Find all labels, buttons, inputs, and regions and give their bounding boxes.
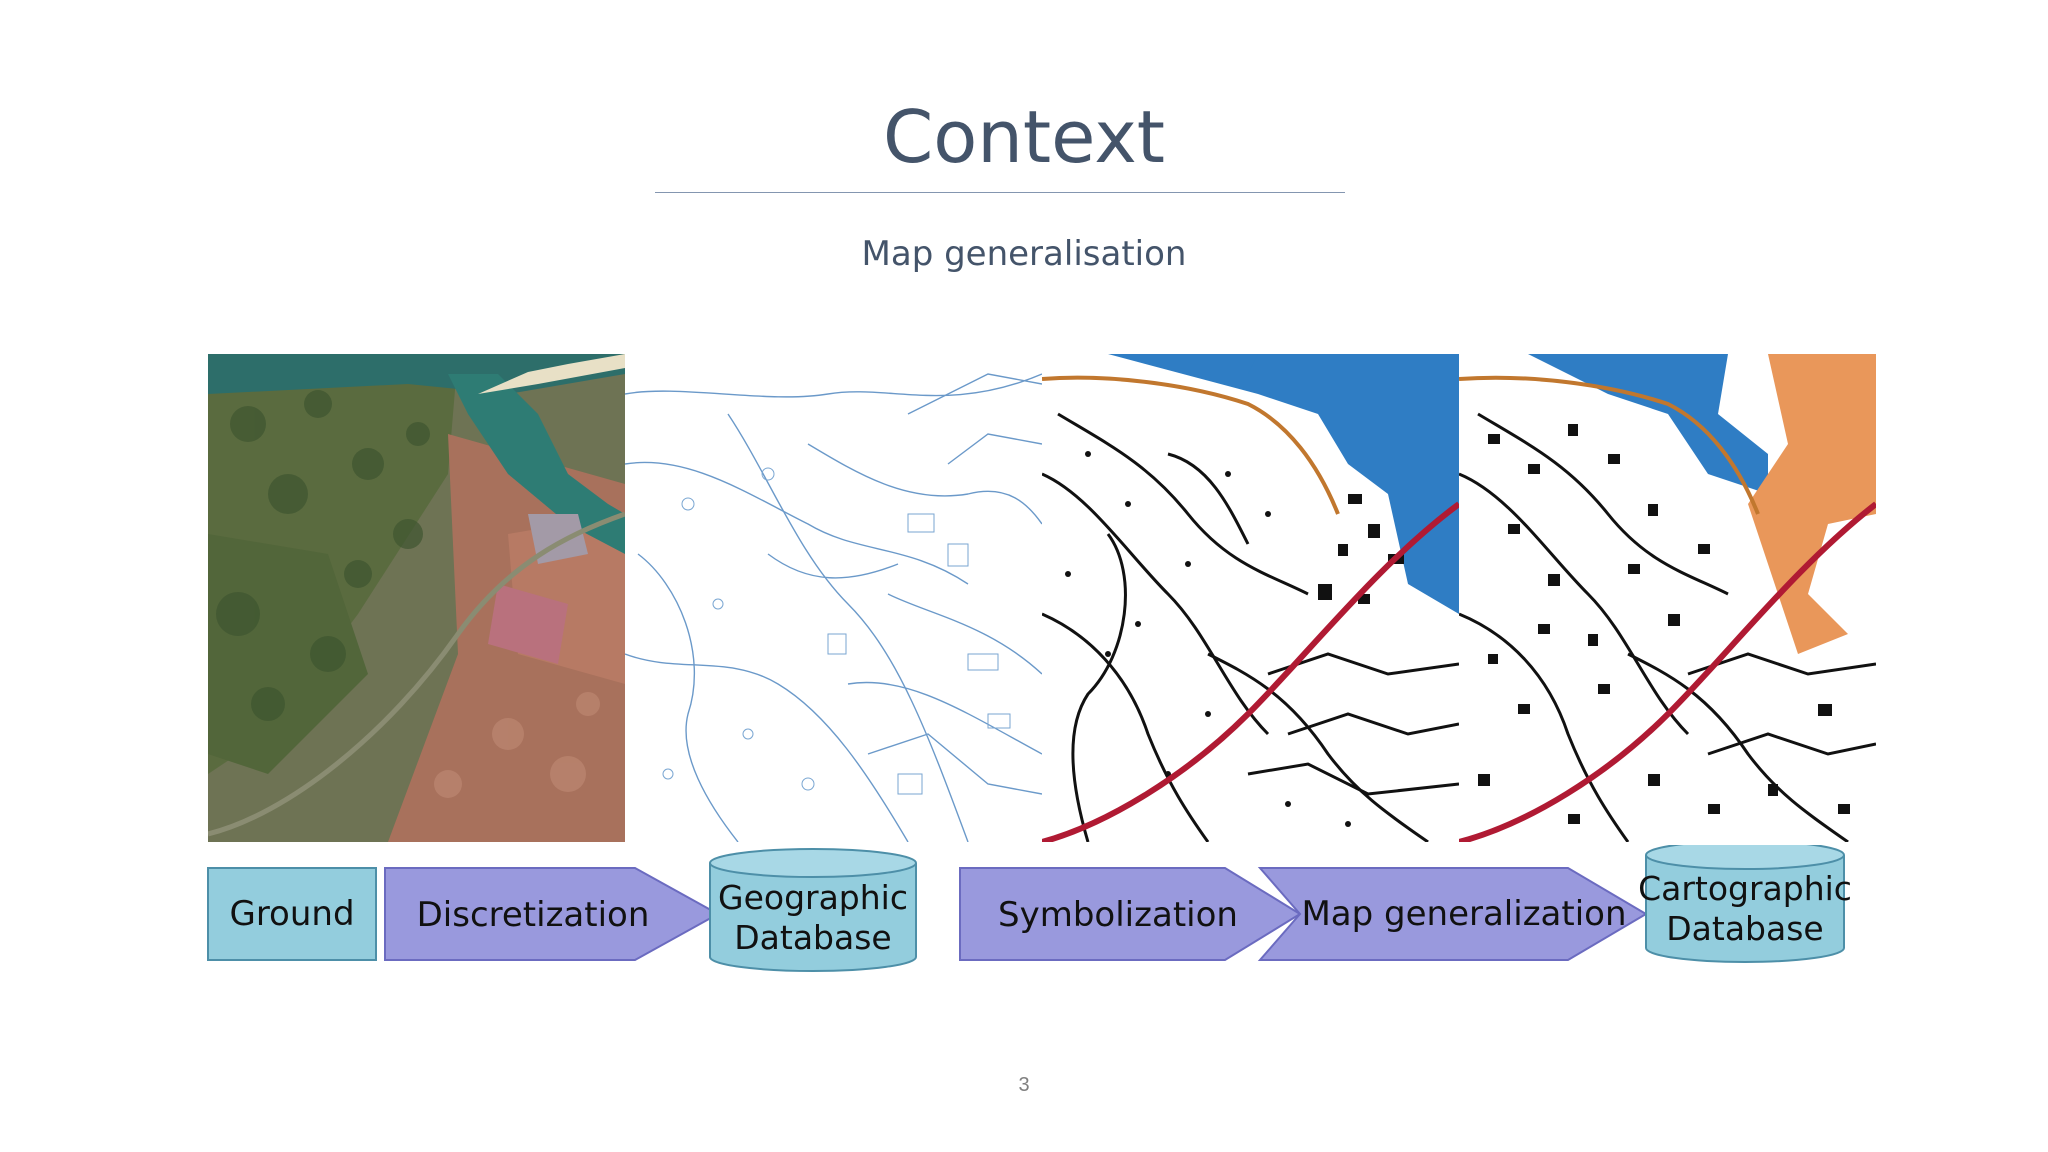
cartographic-db-line1: Cartographic xyxy=(1638,869,1852,908)
slide-title: Context xyxy=(882,95,1166,179)
title-divider xyxy=(655,192,1345,193)
symbolization-label: Symbolization xyxy=(998,895,1238,935)
cartographic-database-cylinder: Cartographic Database xyxy=(1638,845,1852,963)
symbolization-arrow: Symbolization xyxy=(959,867,1302,961)
symbolized-map-panel xyxy=(1042,354,1459,842)
slide-subtitle: Map generalisation xyxy=(861,234,1187,274)
ground-label: Ground xyxy=(229,894,354,934)
map-generalization-label: Map generalization xyxy=(1301,894,1626,934)
geographic-database-cylinder: Geographic Database xyxy=(709,848,917,972)
discretization-label: Discretization xyxy=(417,895,650,935)
vector-data-panel xyxy=(625,354,1042,842)
generalized-map-panel xyxy=(1459,354,1876,842)
process-flow: Ground Discretization Geographic Databas… xyxy=(200,845,1890,975)
discretization-arrow: Discretization xyxy=(384,867,721,961)
ground-box: Ground xyxy=(207,867,377,961)
map-image-strip xyxy=(208,354,1876,842)
map-generalization-arrow: Map generalization xyxy=(1257,867,1648,961)
cartographic-db-line2: Database xyxy=(1666,909,1823,948)
aerial-photo-panel xyxy=(208,354,625,842)
geographic-db-line1: Geographic xyxy=(718,878,908,917)
geographic-db-line2: Database xyxy=(734,918,891,957)
page-number: 3 xyxy=(1018,1074,1030,1096)
